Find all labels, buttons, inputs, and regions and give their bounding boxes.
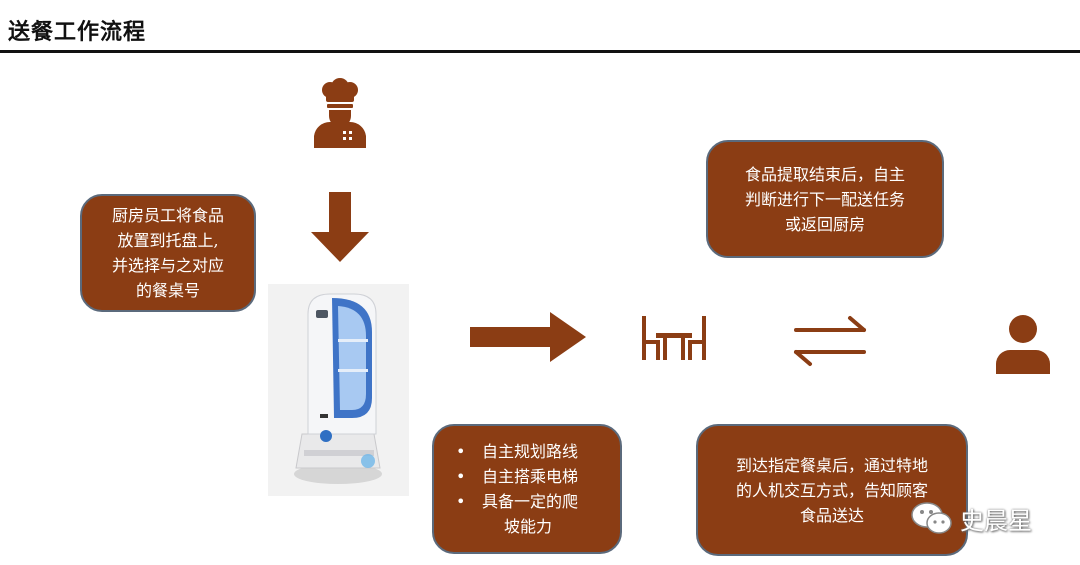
title-divider bbox=[0, 50, 1080, 53]
watermark: 史晨星 bbox=[910, 500, 1032, 536]
arrival-box: 到达指定餐桌后，通过特地 的人机交互方式，告知顾客 食品送达 bbox=[696, 424, 968, 556]
watermark-text: 史晨星 bbox=[960, 506, 1032, 535]
delivery-robot-photo bbox=[268, 284, 409, 496]
arrow-right-icon bbox=[470, 312, 586, 362]
after-pickup-line: 判断进行下一配送任务 bbox=[744, 189, 905, 209]
swap-arrows-icon bbox=[794, 316, 866, 366]
arrival-line: 到达指定餐桌后，通过特地 bbox=[735, 455, 928, 475]
arrival-line: 食品送达 bbox=[799, 505, 864, 525]
kitchen-step-line: 并选择与之对应 bbox=[111, 256, 224, 275]
robot-features-box: 自主规划路线 自主搭乘电梯 具备一定的爬 坡能力 bbox=[432, 424, 622, 554]
robot-features-list: 自主规划路线 自主搭乘电梯 具备一定的爬 坡能力 bbox=[456, 439, 578, 539]
chef-icon bbox=[314, 78, 366, 148]
page-title: 送餐工作流程 bbox=[8, 19, 147, 45]
kitchen-step-line: 的餐桌号 bbox=[135, 281, 200, 300]
person-icon bbox=[996, 315, 1050, 374]
after-pickup-line: 或返回厨房 bbox=[784, 214, 865, 234]
wechat-icon bbox=[911, 502, 952, 534]
robot-feature-item: 自主搭乘电梯 bbox=[456, 464, 578, 489]
arrival-line: 的人机交互方式，告知顾客 bbox=[735, 480, 928, 500]
kitchen-step-line: 放置到托盘上, bbox=[117, 231, 219, 250]
robot-feature-item: 自主规划路线 bbox=[456, 439, 578, 464]
kitchen-step-box: 厨房员工将食品 放置到托盘上, 并选择与之对应 的餐桌号 bbox=[80, 194, 256, 312]
kitchen-step-line: 厨房员工将食品 bbox=[111, 206, 224, 225]
robot-feature-item: 具备一定的爬 bbox=[456, 489, 578, 514]
arrow-down-icon bbox=[311, 192, 369, 262]
after-pickup-box: 食品提取结束后，自主 判断进行下一配送任务 或返回厨房 bbox=[706, 140, 944, 258]
robot-feature-continuation: 坡能力 bbox=[504, 517, 553, 536]
after-pickup-line: 食品提取结束后，自主 bbox=[744, 164, 905, 184]
dining-table-icon bbox=[642, 316, 706, 360]
